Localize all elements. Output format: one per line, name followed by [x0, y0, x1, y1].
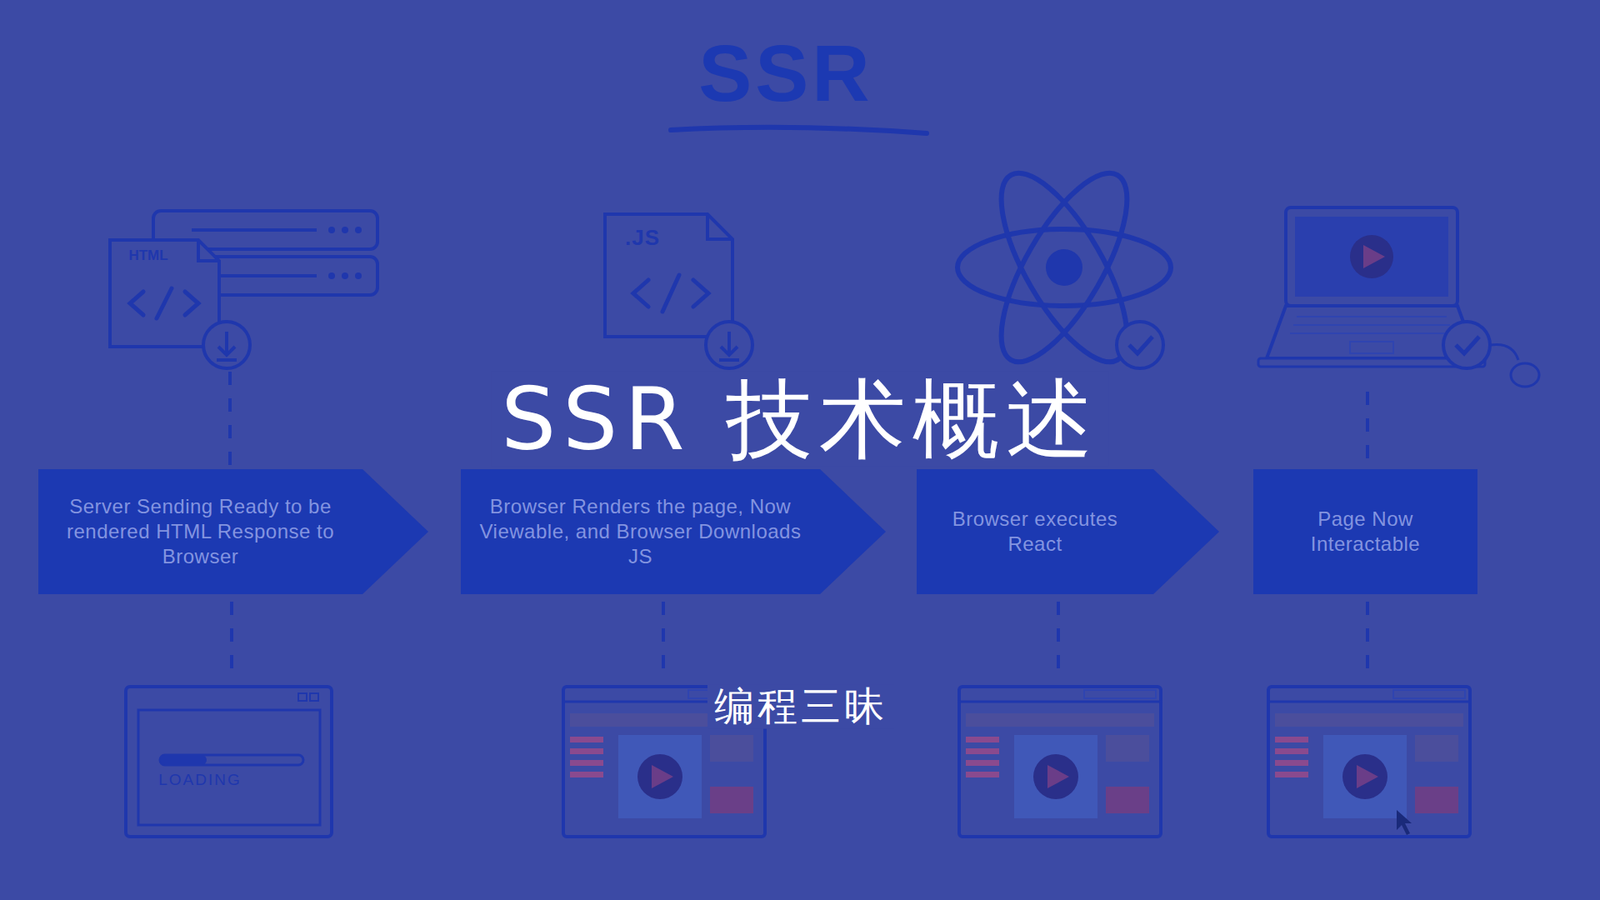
banner-shape	[916, 469, 1220, 595]
file-label: HTML	[128, 248, 168, 265]
banner-fill	[460, 469, 886, 595]
banner-shape	[1253, 469, 1478, 595]
stage-banner: Page Now Interactable	[1253, 469, 1478, 595]
banner-text: Browser Renders the page, Now Viewable, …	[474, 494, 808, 570]
banner-text: Page Now Interactable	[1270, 506, 1462, 557]
diagram-heading: SSR	[698, 29, 873, 118]
stage-banner: Server Sending Ready to be rendered HTML…	[38, 469, 429, 595]
banner-fill	[1253, 469, 1478, 595]
file-label: .JS	[625, 225, 660, 250]
stage-banner: Browser Renders the page, Now Viewable, …	[460, 469, 886, 595]
author-watermark: 编程三昧	[707, 685, 895, 730]
overlay-title: SSR 技术概述	[490, 371, 1109, 467]
banner-fill	[38, 469, 429, 595]
banner-fill	[916, 469, 1220, 595]
loading-label: LOADING	[158, 771, 242, 790]
stage-banner: Browser executes React	[916, 469, 1220, 595]
banner-text: Browser executes React	[930, 506, 1140, 557]
banner-text: Server Sending Ready to be rendered HTML…	[59, 494, 343, 570]
